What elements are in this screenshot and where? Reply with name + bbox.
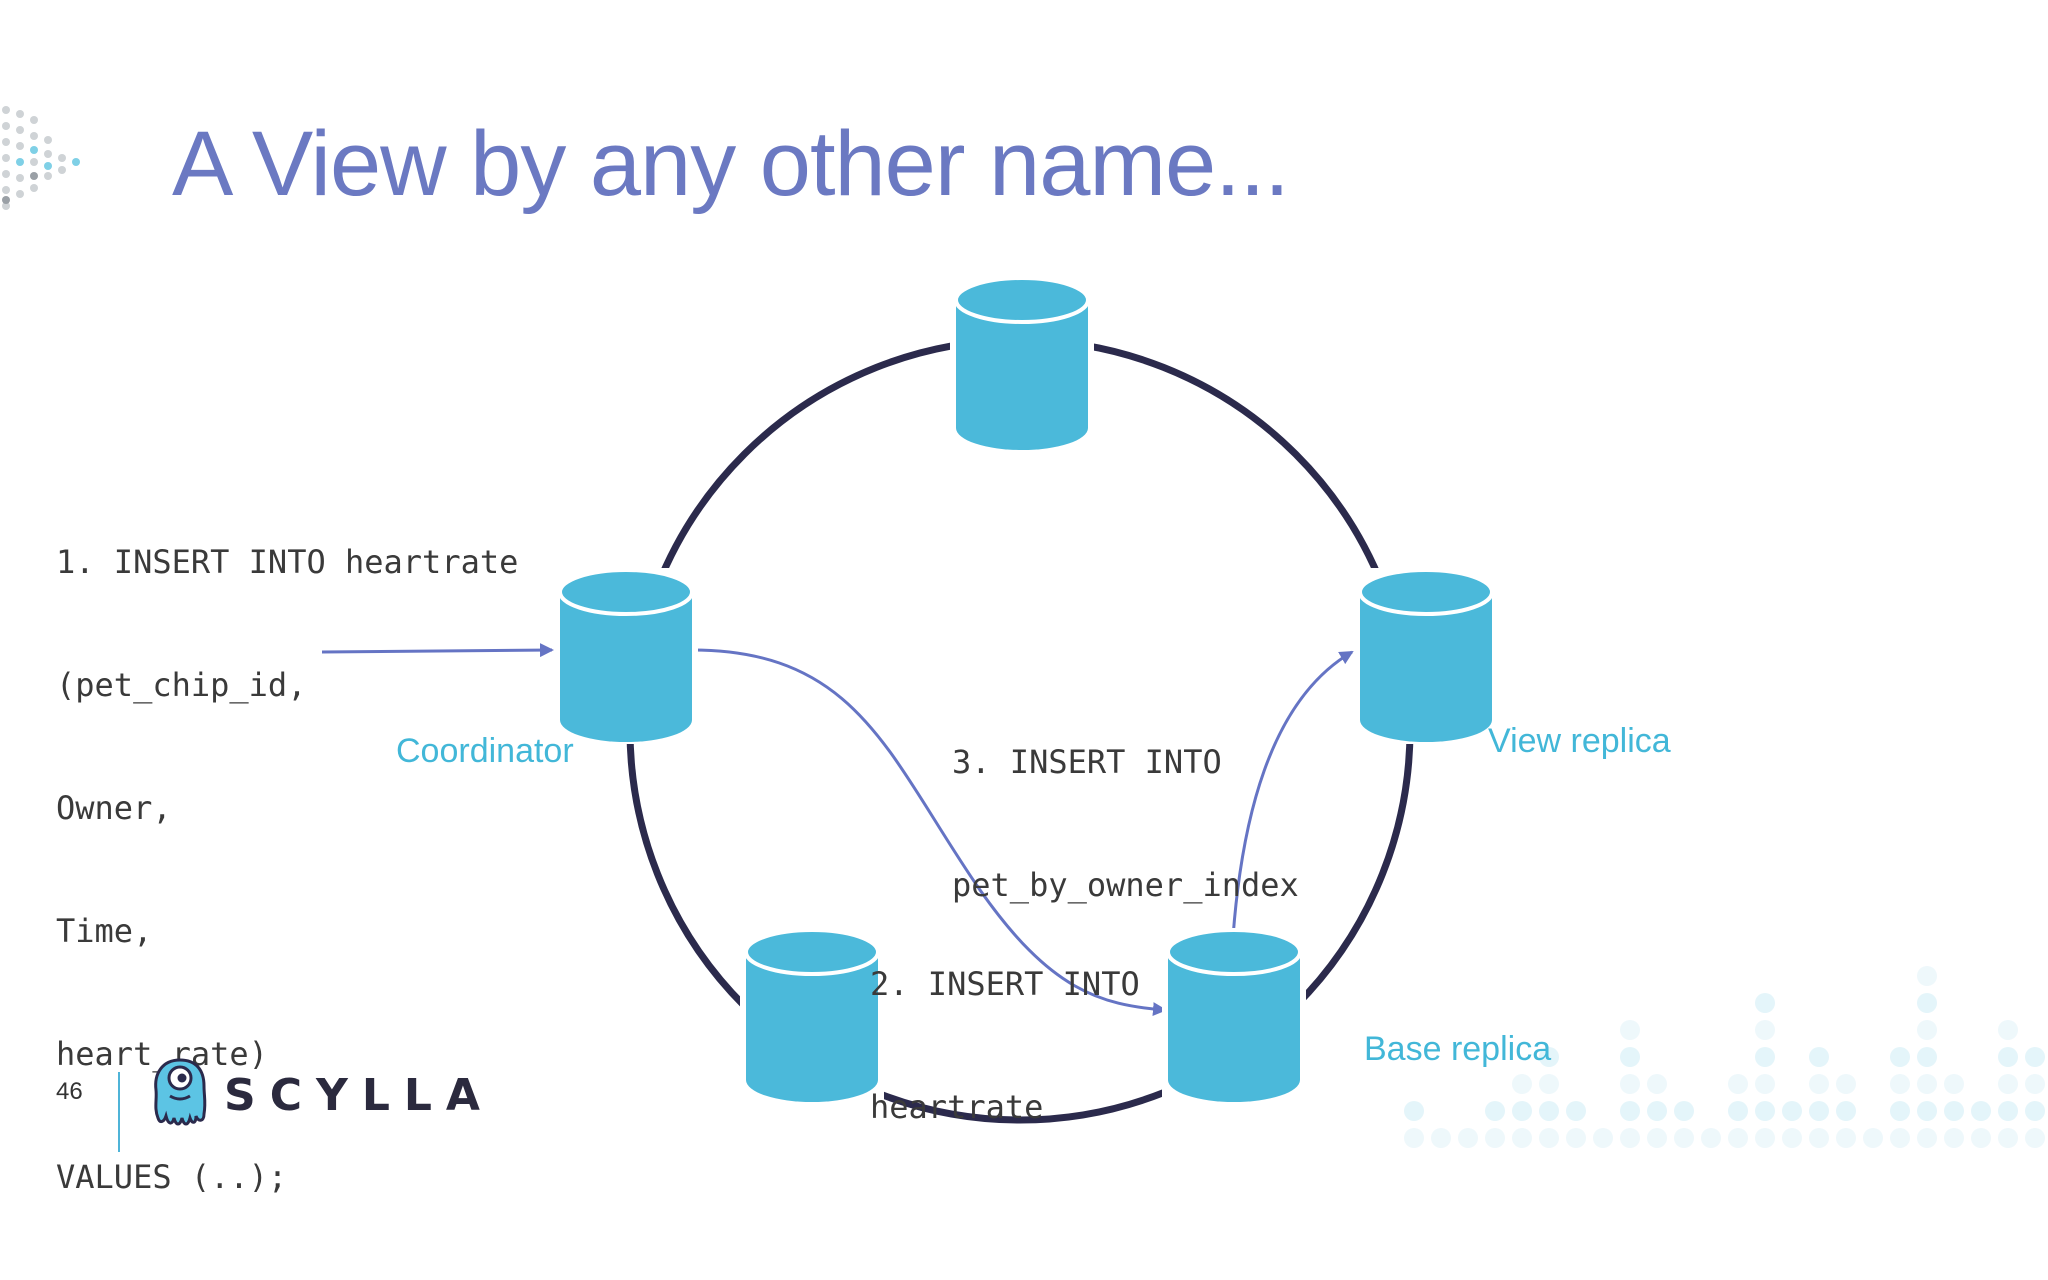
step3-code: 3. INSERT INTO pet_by_owner_index — [952, 660, 1299, 988]
brand-wordmark: SCYLLA — [224, 1070, 494, 1121]
node-view-replica — [1354, 568, 1498, 744]
node-coordinator — [554, 568, 698, 744]
arrow-base-replica-to-view-replica — [1230, 650, 1354, 953]
scylla-monster-logo-icon — [154, 1058, 207, 1126]
footer-divider — [118, 1072, 120, 1152]
node-base-replica — [1162, 928, 1306, 1104]
page-number: 46 — [56, 1078, 83, 1105]
base-replica-label: Base replica — [1364, 1030, 1552, 1068]
step1-line: Owner, — [56, 789, 172, 827]
view-replica-label: View replica — [1488, 722, 1671, 760]
decorative-dots-pattern-icon — [1404, 966, 2045, 1148]
decorative-dots-arrow-icon — [2, 106, 80, 210]
step2-line: heartrate — [870, 1088, 1044, 1126]
node-top — [950, 276, 1094, 452]
arrow-coordinator-to-base-replica — [691, 648, 1167, 1017]
coordinator-label: Coordinator — [396, 732, 574, 770]
cluster-diagram — [321, 276, 1498, 1124]
step1-line: (pet_chip_id, — [56, 666, 307, 704]
step1-line: 1. INSERT INTO heartrate — [56, 543, 519, 581]
slide: A View by any other name... — [2, 106, 2045, 1196]
step2-line: 2. INSERT INTO — [870, 965, 1140, 1003]
step1-line: heart_rate) — [56, 1035, 268, 1073]
node-bottom-left — [740, 928, 884, 1104]
step1-line: Time, — [56, 912, 153, 950]
slide-title: A View by any other name... — [172, 113, 1290, 215]
step1-line: VALUES (..); — [56, 1158, 288, 1196]
step2-code: 2. INSERT INTO heartrate — [870, 882, 1140, 1210]
step3-line: 3. INSERT INTO — [952, 743, 1222, 781]
step1-code: 1. INSERT INTO heartrate (pet_chip_id, O… — [56, 460, 518, 1280]
arrow-query-to-coordinator — [321, 643, 554, 658]
step3-line: pet_by_owner_index — [952, 866, 1299, 904]
